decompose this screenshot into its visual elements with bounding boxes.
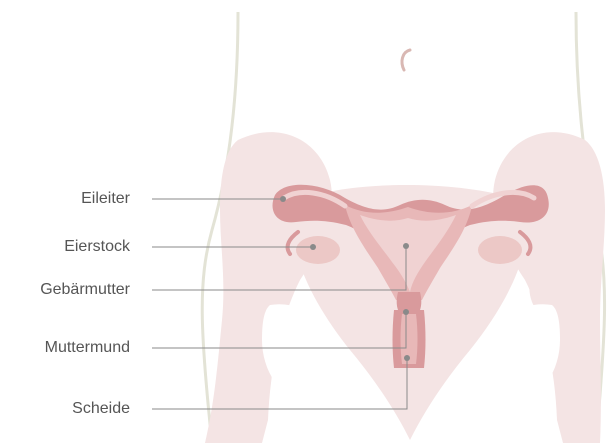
label-gebaermutter: Gebärmutter [40,281,130,299]
label-scheide: Scheide [72,400,130,418]
ovary-left [296,236,340,264]
label-eierstock: Eierstock [64,238,130,256]
navel-mark [402,50,410,70]
label-eileiter: Eileiter [81,190,130,208]
ovary-right [478,236,522,264]
label-muttermund: Muttermund [45,339,130,357]
